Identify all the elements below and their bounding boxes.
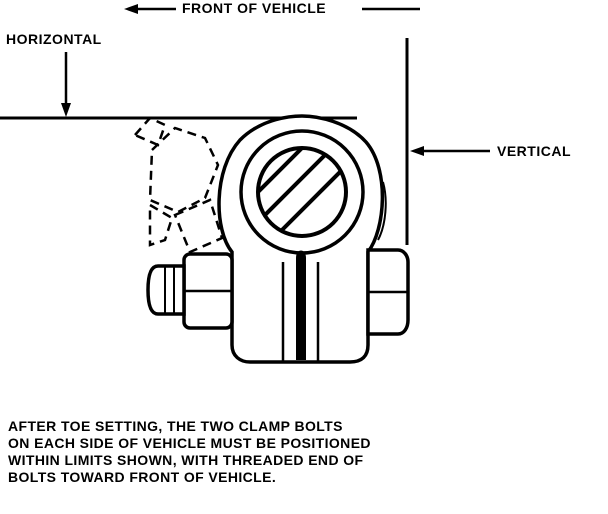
caption-line: AFTER TOE SETTING, THE TWO CLAMP BOLTS: [8, 418, 343, 434]
bolt-nut: [366, 248, 410, 336]
caption-line: WITHIN LIMITS SHOWN, WITH THREADED END O…: [8, 452, 364, 468]
front-of-vehicle-label: FRONT OF VEHICLE: [182, 0, 327, 16]
caption-line: ON EACH SIDE OF VEHICLE MUST BE POSITION…: [8, 435, 371, 451]
vertical-label: VERTICAL: [497, 143, 571, 159]
dashed-bolt-limit: [132, 116, 224, 254]
horizontal-label: HORIZONTAL: [6, 31, 102, 47]
caption: AFTER TOE SETTING, THE TWO CLAMP BOLTS O…: [8, 418, 568, 486]
bolt-threaded-end: [146, 264, 186, 316]
clamp-slot: [281, 250, 320, 362]
horizontal-reference: [0, 52, 357, 120]
caption-line: BOLTS TOWARD FRONT OF VEHICLE.: [8, 469, 277, 485]
vertical-reference: [405, 38, 490, 245]
front-of-vehicle-arrow: [124, 4, 420, 14]
tie-rod-section: [239, 129, 365, 255]
bolt-head: [182, 252, 234, 330]
